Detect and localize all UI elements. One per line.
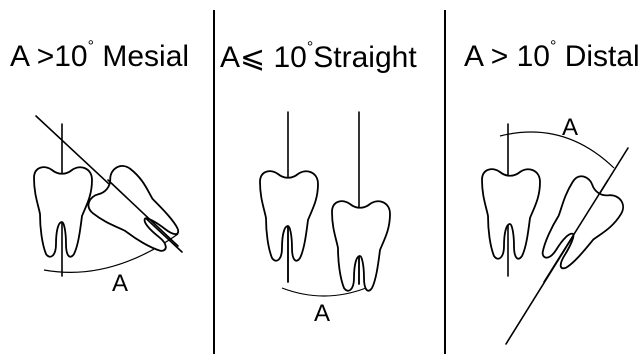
angle-label: A: [112, 270, 128, 298]
angle-label: A: [562, 114, 578, 142]
upright-tooth-icon: [482, 169, 540, 259]
angle-arc: [282, 288, 366, 296]
angle-label: A: [314, 300, 330, 328]
upright-tooth-icon: [34, 167, 92, 257]
mesial-diagram: [0, 0, 214, 354]
angle-arc: [500, 132, 614, 168]
left-tooth-icon: [260, 171, 318, 261]
panel-mesial: A >10° Mesial A: [0, 0, 214, 354]
right-tooth-icon: [332, 201, 390, 291]
panel-distal: A > 10° Distal A: [444, 0, 642, 354]
panel-straight: A⩽ 10°Straight A: [214, 0, 444, 354]
distal-diagram: [444, 0, 642, 354]
